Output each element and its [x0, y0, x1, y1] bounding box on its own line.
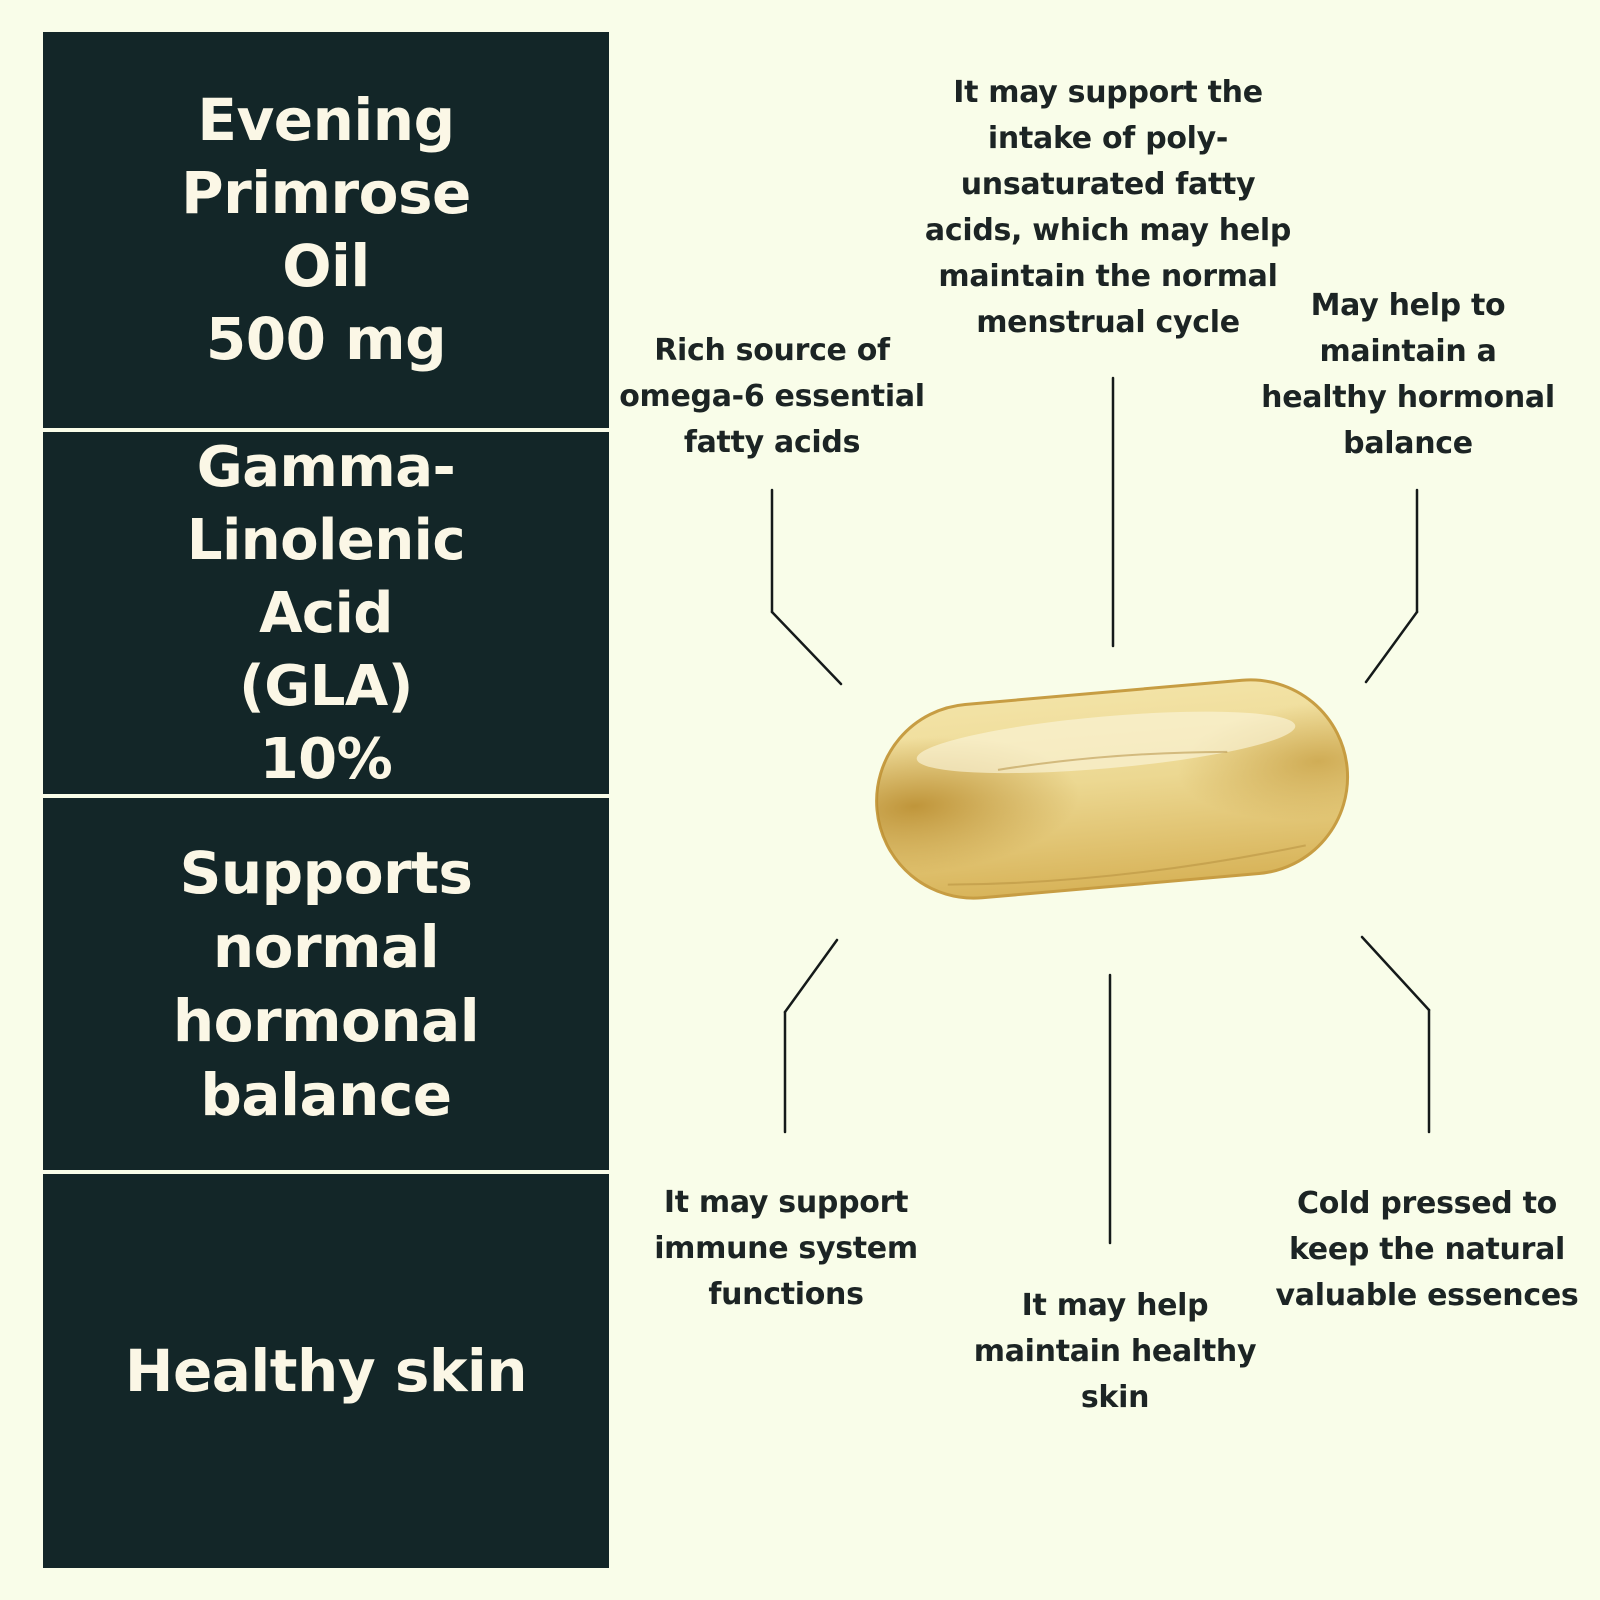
gla-content: Gamma-Linolenic Acid (GLA) 10% [186, 434, 466, 792]
callout-cold-pressed: Cold pressed to keep the natural valuabl… [1275, 1186, 1579, 1313]
callout-omega-6: Rich source of omega-6 essential fatty a… [619, 333, 925, 460]
healthy-skin-claim: Healthy skin [124, 1337, 528, 1405]
connector-hormonal [1364, 488, 1419, 684]
product-name-dose: Evening Primrose Oil 500 mg [181, 86, 471, 373]
callout-polyunsaturated-fatty-acids: It may support the intake of poly- unsat… [924, 75, 1292, 340]
callout-healthy-skin: It may help maintain healthy skin [973, 1288, 1257, 1415]
info-panel-product: Evening Primrose Oil 500 mg [43, 32, 609, 428]
connector-cold [1360, 935, 1431, 1134]
info-panel-hormonal: Supports normal hormonal balance [43, 798, 609, 1170]
callout-immune-system: It may support immune system functions [654, 1185, 918, 1312]
callout-hormonal-balance: May help to maintain a healthy hormonal … [1261, 288, 1555, 461]
connector-immune [783, 938, 839, 1134]
info-panel-gla: Gamma-Linolenic Acid (GLA) 10% [43, 432, 609, 794]
info-panel-skin: Healthy skin [43, 1174, 609, 1568]
connector-omega [770, 488, 843, 686]
hormonal-balance-claim: Supports normal hormonal balance [172, 839, 480, 1129]
